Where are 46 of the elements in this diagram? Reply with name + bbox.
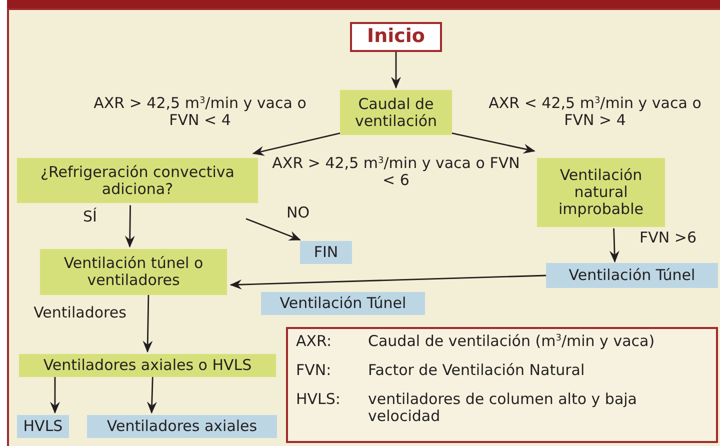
edge-label: FVN >6 — [640, 230, 696, 246]
node-text: Ventiladores axiales o HVLS — [43, 357, 252, 374]
arrow — [246, 218, 301, 240]
term-definition: Caudal de ventilación (m$^{3}$/min y vaca) — [368, 333, 656, 350]
node-text: HVLS — [23, 418, 63, 435]
process-box — [40, 249, 227, 295]
edge-label: AXR > 42,5 m$^{3}$/min y vaca o FVN < 4 — [92, 95, 308, 129]
node-text: Ventilación natural improbable — [558, 167, 644, 218]
arrow — [50, 377, 60, 414]
process-box — [340, 90, 452, 135]
arrow — [230, 274, 546, 290]
definitions-box — [286, 327, 718, 443]
node-text: Ventilación Túnel — [280, 295, 406, 312]
node-text: Ventilación túnel o ventiladores — [62, 255, 204, 289]
process-box — [19, 354, 276, 377]
edge-label: Ventiladores — [34, 304, 126, 322]
arrow — [124, 205, 135, 248]
arrow — [452, 132, 536, 154]
process-box — [17, 158, 258, 203]
arrow — [252, 132, 340, 156]
node-text: Ventilación Túnel — [568, 267, 696, 284]
node-text: Caudal de ventilación — [354, 96, 438, 130]
term-label: AXR: — [296, 333, 333, 350]
result-box — [546, 263, 718, 288]
term-definition: ventiladores de columen alto y baja velocidad — [368, 391, 638, 425]
result-box — [17, 415, 69, 438]
node-text: FIN — [314, 244, 338, 261]
result-box — [261, 292, 425, 315]
arrow — [391, 52, 401, 89]
arrow — [609, 228, 620, 263]
node-text: ¿Refrigeración convectiva adiciona? — [40, 164, 236, 198]
arrow — [142, 294, 153, 353]
term-definition: Factor de Ventilación Natural — [368, 362, 586, 379]
arrow — [146, 376, 157, 414]
result-box — [87, 415, 277, 438]
term-label: FVN: — [296, 362, 332, 379]
term-label: HVLS: — [296, 391, 342, 408]
edge-label: NO — [286, 204, 310, 222]
edge-label: AXR < 42,5 m$^{3}$/min y vaca o FVN > 4 — [488, 95, 702, 129]
start-box — [350, 22, 442, 52]
node-text: Inicio — [367, 26, 425, 48]
process-box — [537, 158, 665, 227]
condition-label: AXR > 42,5 m$^{3}$/min y vaca o FVN < 6 — [271, 155, 521, 189]
node-text: Ventiladores axiales — [106, 418, 258, 435]
result-box — [300, 241, 352, 264]
edge-label: SÍ — [83, 208, 97, 226]
